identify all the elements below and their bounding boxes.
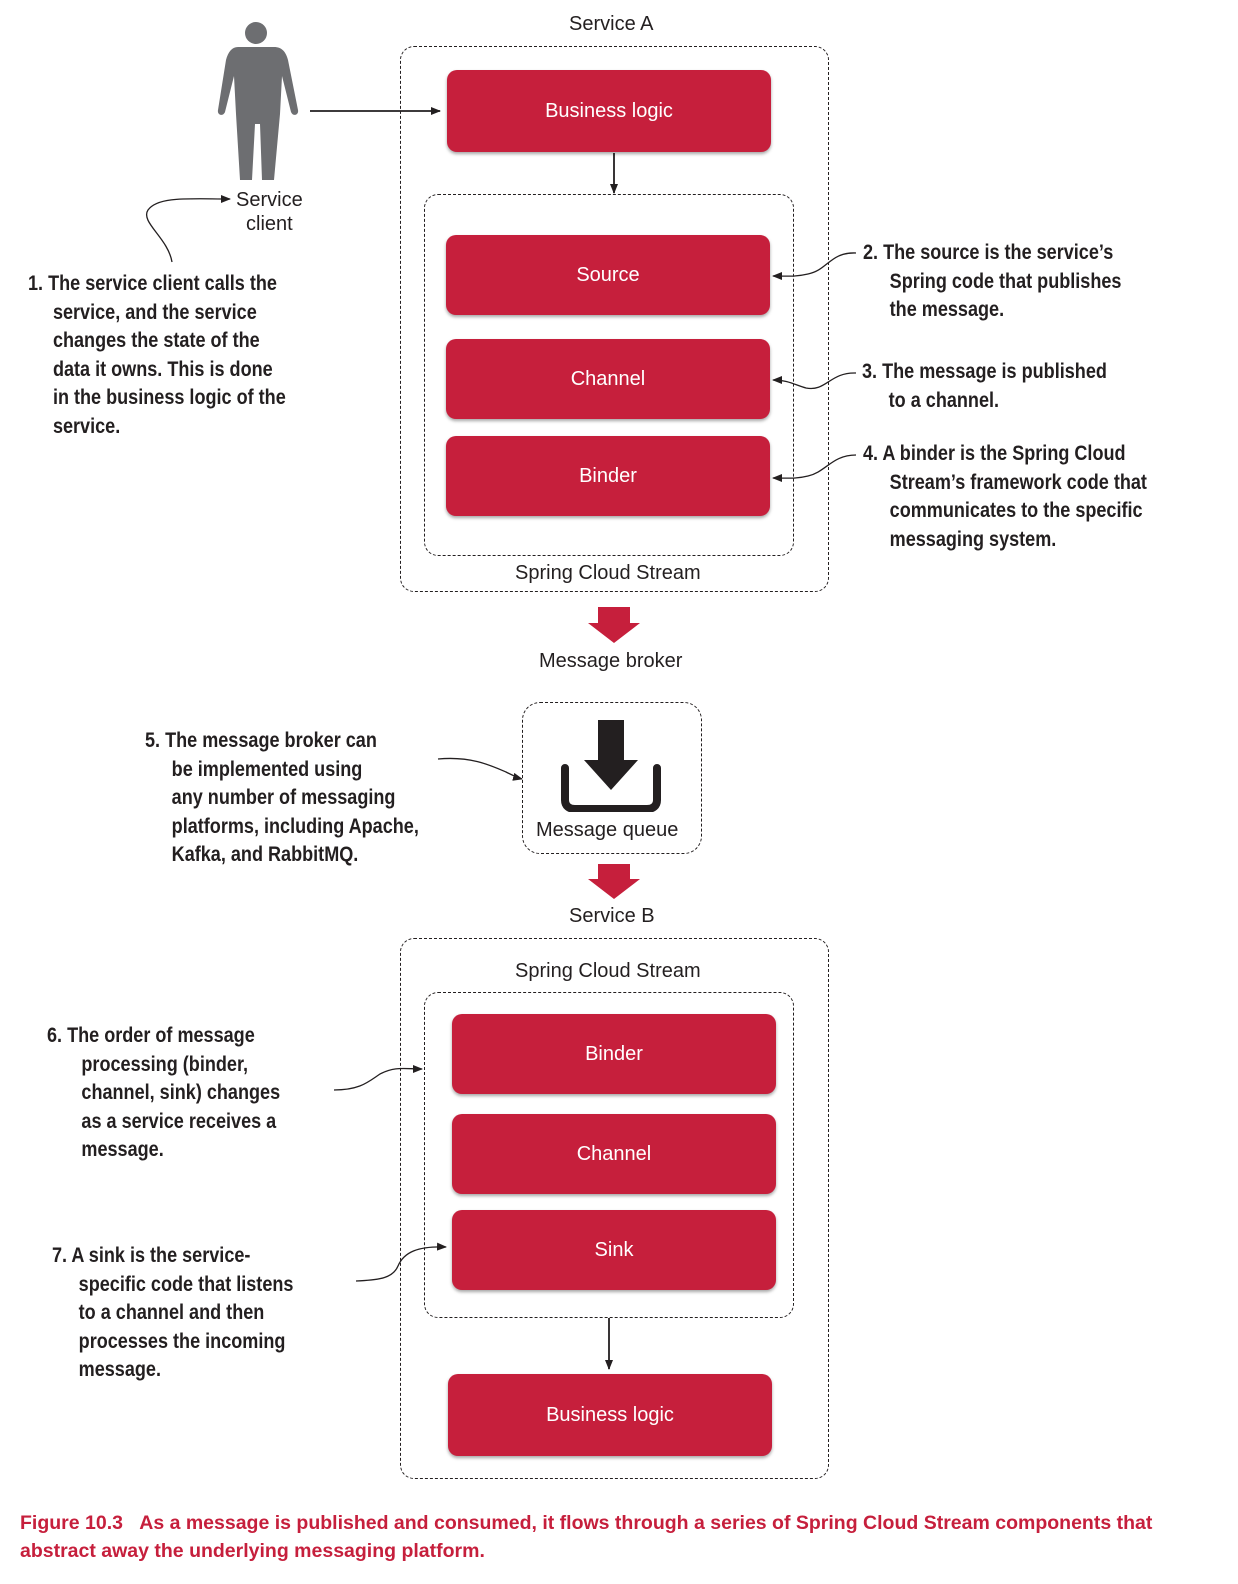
flow-arrow-to-broker <box>588 607 640 643</box>
figure-number: Figure 10.3 <box>20 1512 123 1534</box>
annotation-2: 2. The source is the service’s Spring co… <box>863 239 1121 325</box>
service-a-source: Source <box>446 235 770 315</box>
download-tray-icon <box>560 720 662 813</box>
annotation-5-line: be implemented using <box>171 757 363 781</box>
annotation-7-leader <box>355 1242 447 1282</box>
service-b-title: Service B <box>569 905 655 927</box>
service-b-stream-container <box>424 992 794 1318</box>
service-a-binder: Binder <box>446 436 770 516</box>
annotation-4-line: messaging system. <box>889 527 1057 551</box>
annotation-6-line: as a service receives a <box>81 1109 277 1133</box>
annotation-6-line: 6. The order of message <box>47 1024 255 1047</box>
annotation-4-line: communicates to the specific <box>889 499 1143 522</box>
annotation-5-line: platforms, including Apache, <box>171 814 419 838</box>
figure-caption-text: As a message is published and consumed, … <box>20 1512 1153 1562</box>
annotation-7-line: processes the incoming <box>78 1329 286 1353</box>
annotation-2-line: the message. <box>889 298 1005 321</box>
figure-caption: Figure 10.3 As a message is published an… <box>20 1509 1220 1565</box>
annotation-4-line: 4. A binder is the Spring Cloud <box>863 442 1126 465</box>
person-icon <box>210 20 306 185</box>
service-client-label-line2: client <box>246 213 293 235</box>
annotation-5-line: 5. The message broker can <box>145 729 377 752</box>
service-b-sink: Sink <box>452 1210 776 1290</box>
annotation-6-line: message. <box>81 1138 164 1161</box>
annotation-1-line: changes the state of the <box>52 329 260 352</box>
annotation-7-line: to a channel and then <box>78 1301 265 1324</box>
annotation-2-line: 2. The source is the service’s <box>863 241 1114 264</box>
annotation-5-line: Kafka, and RabbitMQ. <box>171 843 359 866</box>
service-client-label-line1: Service <box>236 189 303 211</box>
service-a-stream-label: Spring Cloud Stream <box>515 562 701 584</box>
service-a-title: Service A <box>569 13 654 35</box>
annotation-1-line: service. <box>52 414 121 438</box>
service-a-channel: Channel <box>446 339 770 419</box>
service-b-stream-label: Spring Cloud Stream <box>515 960 701 982</box>
service-a-business-logic: Business logic <box>447 70 771 152</box>
annotation-1-line: data it owns. This is done <box>52 357 273 381</box>
message-queue-container <box>522 702 702 854</box>
service-a-stream-container <box>424 194 794 556</box>
service-b-channel: Channel <box>452 1114 776 1194</box>
annotation-6-leader <box>333 1064 423 1091</box>
annotation-7-line: 7. A sink is the service- <box>52 1244 251 1267</box>
annotation-3-line: 3. The message is published <box>862 360 1107 383</box>
annotation-1: 1. The service client calls the service,… <box>28 270 286 441</box>
annotation-6-line: channel, sink) changes <box>81 1081 281 1104</box>
service-a-container <box>400 46 829 592</box>
annotation-1-line: 1. The service client calls the <box>28 272 277 295</box>
annotation-2-line: Spring code that publishes <box>889 269 1122 293</box>
annotation-5: 5. The message broker can be implemented… <box>145 727 419 870</box>
annotation-4: 4. A binder is the Spring Cloud Stream’s… <box>863 440 1147 554</box>
annotation-2-leader <box>772 252 857 281</box>
annotation-3-leader <box>772 372 857 390</box>
service-b-container <box>400 938 829 1479</box>
annotation-1-leader <box>145 194 231 263</box>
annotation-7: 7. A sink is the service- specific code … <box>52 1242 293 1385</box>
message-queue-label: Message queue <box>536 819 679 841</box>
annotation-4-line: Stream’s framework code that <box>889 470 1147 494</box>
annotation-1-line: service, and the service <box>52 300 257 324</box>
annotation-7-line: message. <box>78 1358 161 1381</box>
annotation-6-line: processing (binder, <box>81 1052 248 1076</box>
annotation-7-line: specific code that listens <box>78 1272 294 1296</box>
flow-arrow-to-service-b <box>588 864 640 899</box>
annotation-5-leader <box>437 757 523 781</box>
service-b-business-logic: Business logic <box>448 1374 772 1456</box>
service-b-binder: Binder <box>452 1014 776 1094</box>
annotation-6: 6. The order of message processing (bind… <box>47 1022 280 1165</box>
annotation-3: 3. The message is published to a channel… <box>862 358 1107 415</box>
annotation-4-leader <box>772 454 857 483</box>
message-broker-label: Message broker <box>539 650 683 672</box>
annotation-3-line: to a channel. <box>888 388 1000 412</box>
annotation-5-line: any number of messaging <box>171 786 396 809</box>
annotation-1-line: in the business logic of the <box>52 386 286 409</box>
